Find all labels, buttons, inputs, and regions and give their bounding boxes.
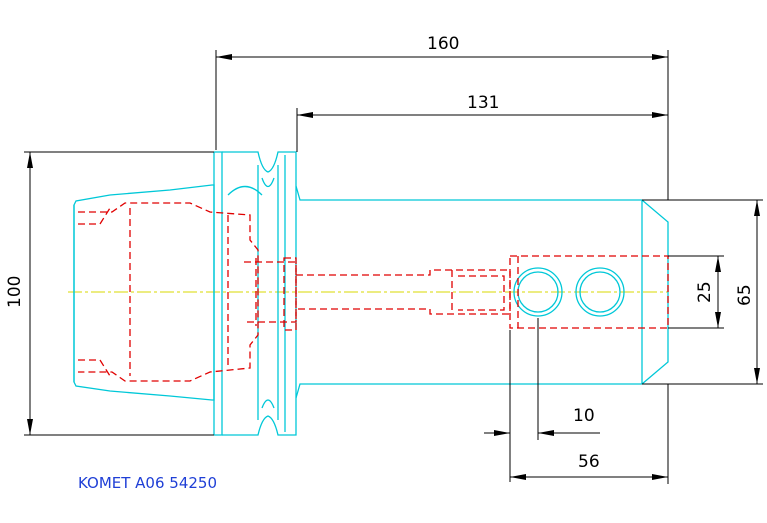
dimension-lines [24, 50, 763, 484]
dim-shank-diameter: 65 [735, 284, 755, 306]
hidden-lines [78, 202, 669, 382]
dim-hole-to-end: 56 [578, 452, 600, 472]
dim-overall-length: 160 [427, 34, 459, 54]
dim-hole-offset: 10 [573, 406, 595, 426]
part-label: KOMET A06 54250 [78, 474, 217, 492]
dim-flange-diameter: 100 [5, 276, 25, 308]
part-outline [73, 151, 669, 436]
dim-shank-length: 131 [467, 93, 499, 113]
dim-hole-spacing: 25 [695, 281, 715, 303]
